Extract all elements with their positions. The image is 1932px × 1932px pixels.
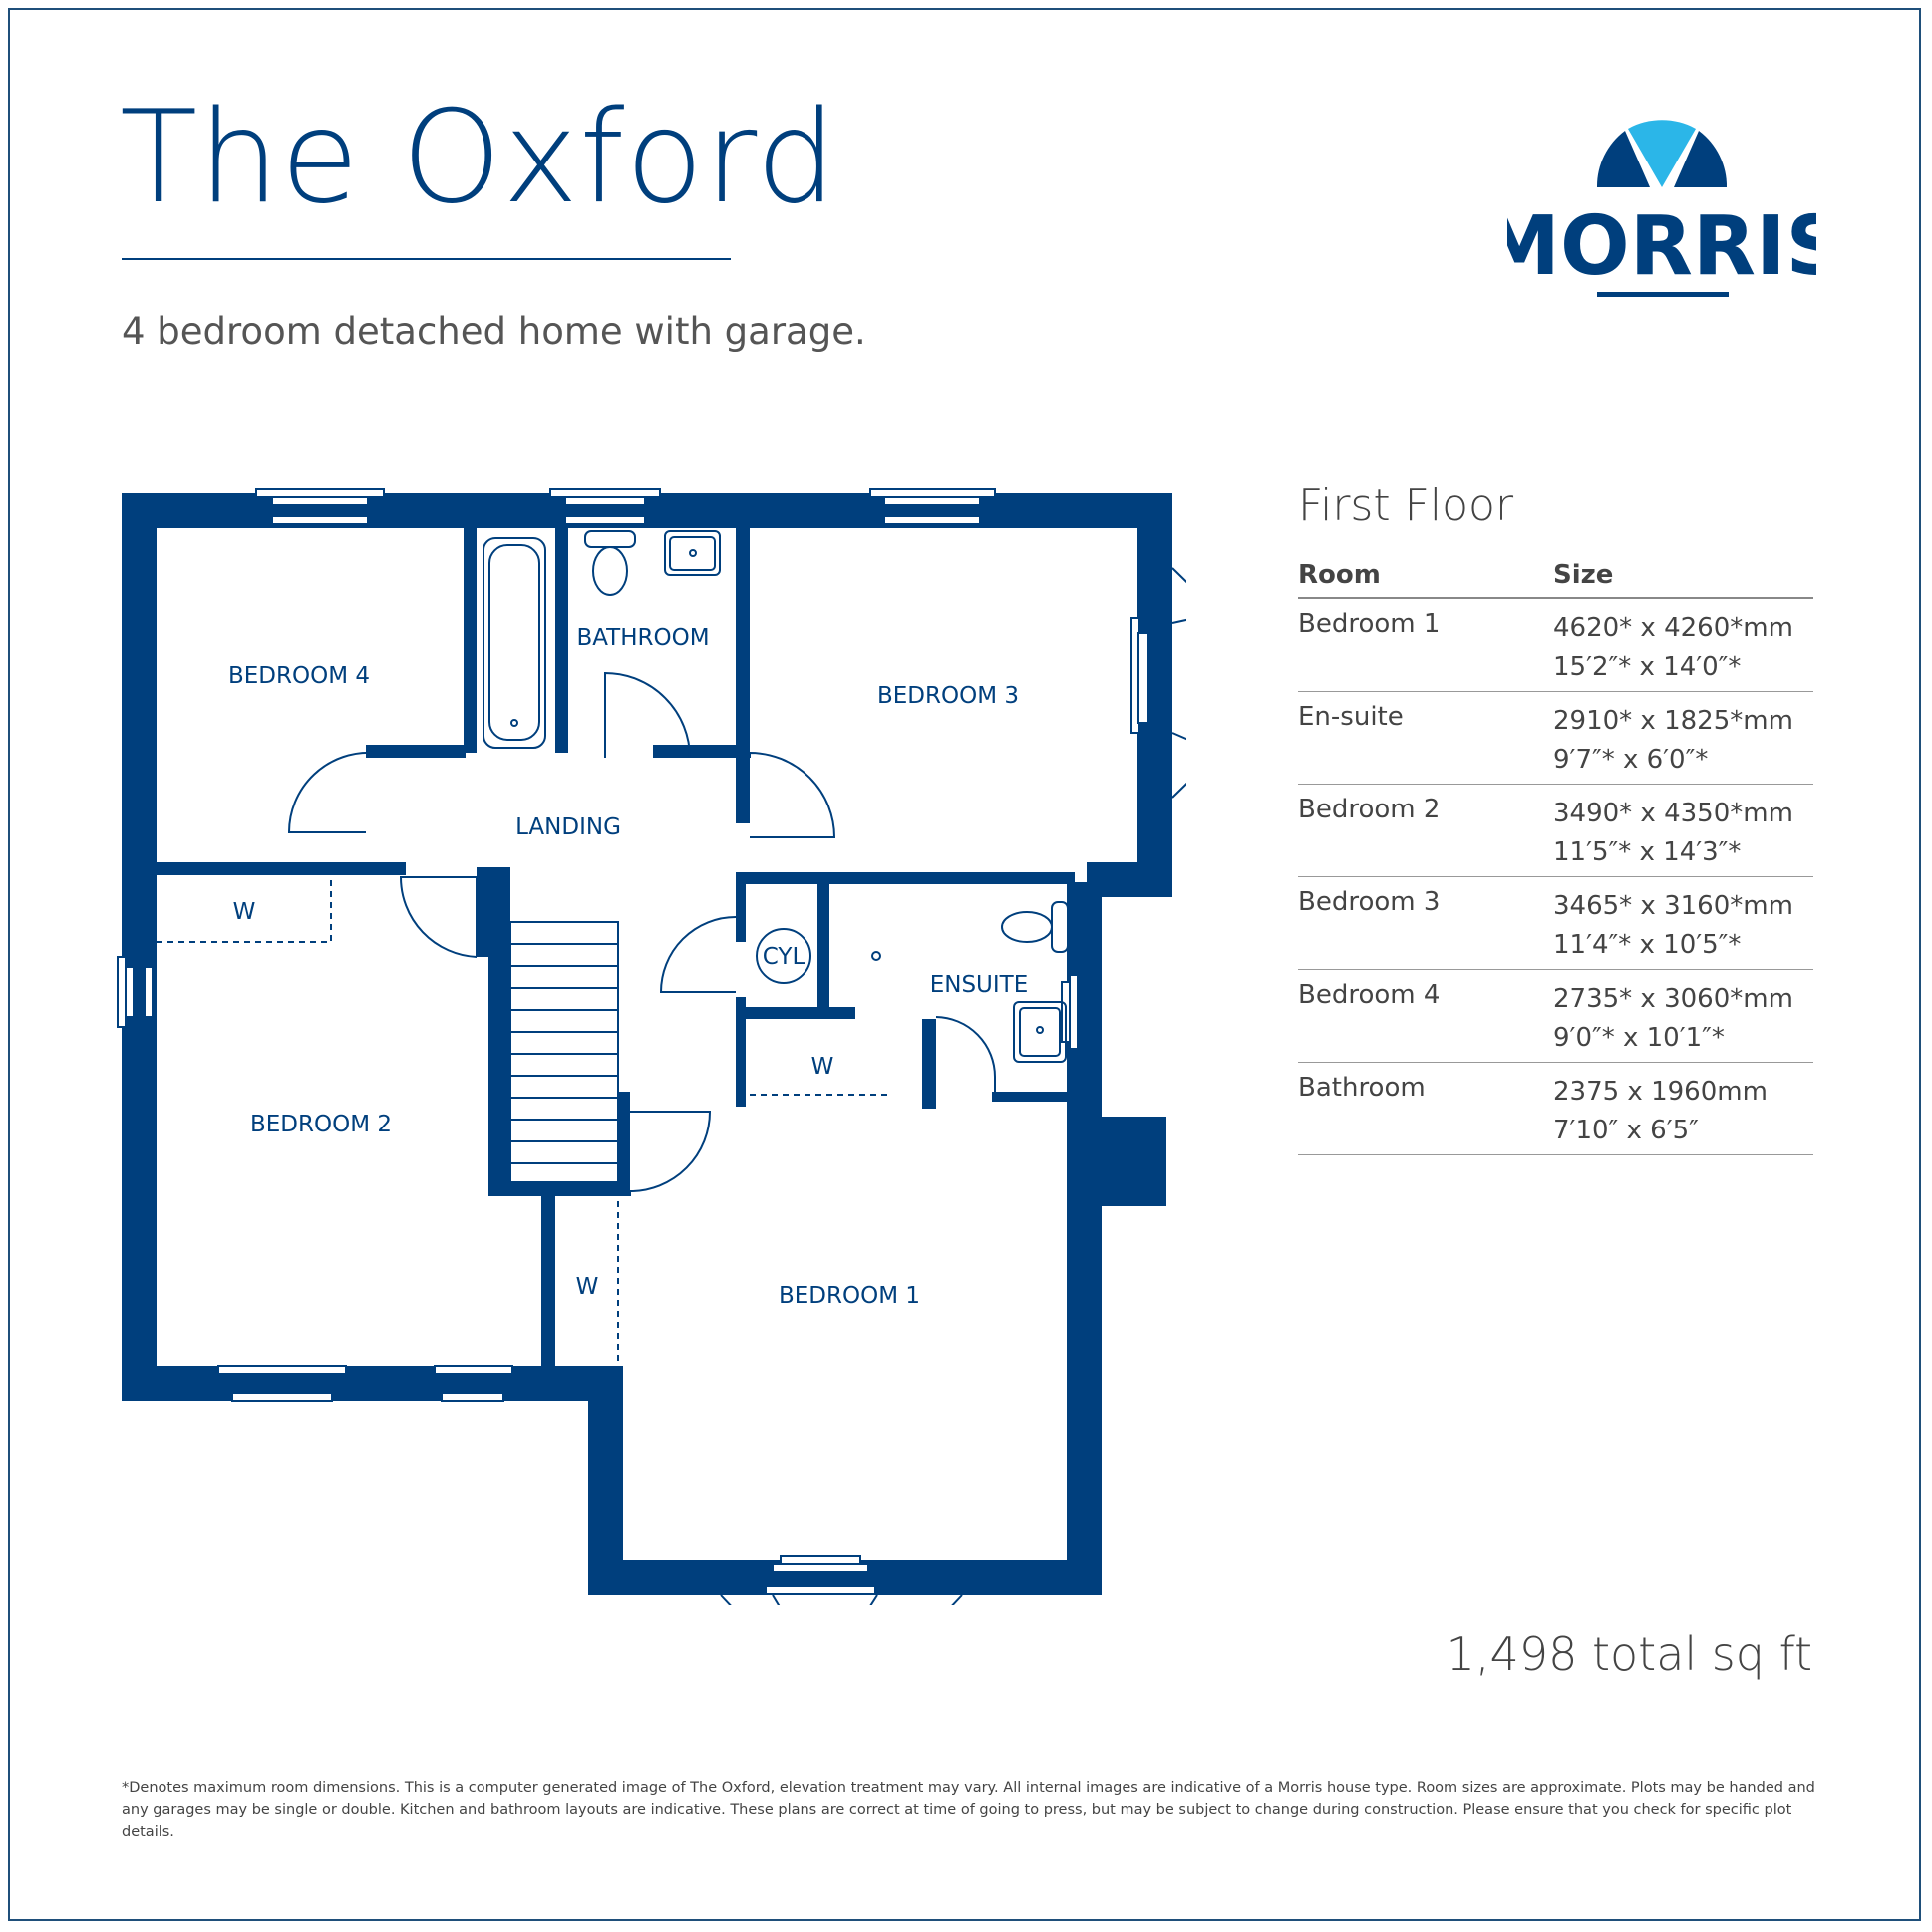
room-label-cylinder: CYL — [763, 944, 805, 970]
room-name: Bedroom 1 — [1298, 609, 1441, 639]
room-size: 4620* x 4260*mm 15′2″* x 14′0″* — [1553, 599, 1813, 691]
room-label-bathroom: BATHROOM — [576, 625, 709, 651]
size-metric: 3490* x 4350*mm — [1553, 799, 1793, 828]
size-imperial: 11′4″* x 10′5″* — [1553, 930, 1742, 960]
room-label-wardrobe-landing: W — [811, 1054, 834, 1080]
page-frame — [8, 8, 1921, 1921]
size-metric: 2375 x 1960mm — [1553, 1077, 1768, 1107]
table-row: En-suite 2910* x 1825*mm 9′7″* x 6′0″* — [1298, 692, 1813, 785]
room-size: 2910* x 1825*mm 9′7″* x 6′0″* — [1553, 692, 1813, 784]
room-name: En-suite — [1298, 702, 1404, 732]
logo-middle-segment — [1628, 120, 1696, 187]
doors — [287, 671, 996, 1196]
room-size: 2735* x 3060*mm 9′0″* x 10′1″* — [1553, 970, 1813, 1062]
logo-wordmark: MORRIS — [1507, 199, 1816, 294]
column-header-size: Size — [1553, 559, 1614, 590]
table-row: Bathroom 2375 x 1960mm 7′10″ x 6′5″ — [1298, 1063, 1813, 1155]
room-name: Bedroom 3 — [1298, 887, 1441, 917]
size-metric: 2910* x 1825*mm — [1553, 706, 1793, 736]
room-label-ensuite: ENSUITE — [930, 972, 1029, 998]
size-imperial: 9′0″* x 10′1″* — [1553, 1023, 1725, 1053]
wardrobe-outlines — [157, 877, 892, 1361]
size-imperial: 11′5″* x 14′3″* — [1553, 837, 1742, 867]
room-name: Bathroom — [1298, 1073, 1426, 1103]
section-title: First Floor — [1298, 481, 1514, 531]
first-floor-plan: BEDROOM 4 BATHROOM BEDROOM 3 LANDING BED… — [117, 488, 1186, 1605]
room-size: 2375 x 1960mm 7′10″ x 6′5″ — [1553, 1063, 1813, 1154]
page-title: The Oxford — [120, 84, 838, 232]
room-size-table: Room Size Bedroom 1 4620* x 4260*mm 15′2″… — [1298, 553, 1813, 1155]
logo-right-segment — [1674, 131, 1728, 187]
morris-logo: MORRIS — [1507, 120, 1816, 297]
room-name: Bedroom 4 — [1298, 980, 1441, 1010]
logo-left-segment — [1596, 131, 1650, 187]
size-metric: 4620* x 4260*mm — [1553, 613, 1793, 643]
table-row: Bedroom 3 3465* x 3160*mm 11′4″* x 10′5″* — [1298, 877, 1813, 970]
page-subtitle: 4 bedroom detached home with garage. — [122, 310, 866, 353]
room-label-bedroom-4: BEDROOM 4 — [228, 663, 370, 689]
table-row: Bedroom 1 4620* x 4260*mm 15′2″* x 14′0″* — [1298, 599, 1813, 692]
room-label-bedroom-3: BEDROOM 3 — [877, 683, 1019, 709]
room-label-wardrobe-bedroom-1: W — [576, 1274, 599, 1300]
room-label-wardrobe-bedroom-2: W — [233, 899, 256, 925]
footnote: *Denotes maximum room dimensions. This i… — [122, 1780, 1815, 1840]
size-imperial: 7′10″ x 6′5″ — [1553, 1116, 1699, 1145]
staircase — [509, 921, 619, 1184]
room-label-landing: LANDING — [515, 814, 621, 840]
size-metric: 3465* x 3160*mm — [1553, 891, 1793, 921]
bay-windows — [720, 567, 1186, 1605]
table-header: Room Size — [1298, 553, 1813, 599]
room-size: 3490* x 4350*mm 11′5″* x 14′3″* — [1553, 785, 1813, 876]
bathroom-fixtures — [483, 530, 1069, 1063]
title-divider — [122, 258, 731, 260]
windows — [117, 488, 1149, 1595]
room-labels: BEDROOM 4 BATHROOM BEDROOM 3 LANDING BED… — [228, 625, 1028, 1309]
table-row: Bedroom 2 3490* x 4350*mm 11′5″* x 14′3″* — [1298, 785, 1813, 877]
size-imperial: 15′2″* x 14′0″* — [1553, 652, 1742, 682]
table-row: Bedroom 4 2735* x 3060*mm 9′0″* x 10′1″* — [1298, 970, 1813, 1063]
room-size: 3465* x 3160*mm 11′4″* x 10′5″* — [1553, 877, 1813, 969]
room-name: Bedroom 2 — [1298, 795, 1441, 824]
room-label-bedroom-1: BEDROOM 1 — [779, 1283, 920, 1309]
size-metric: 2735* x 3060*mm — [1553, 984, 1793, 1014]
logo-underline — [1597, 292, 1729, 297]
column-header-room: Room — [1298, 560, 1381, 590]
total-area: 1,498 total sq ft — [1446, 1627, 1812, 1681]
room-label-bedroom-2: BEDROOM 2 — [250, 1112, 392, 1137]
size-imperial: 9′7″* x 6′0″* — [1553, 745, 1709, 775]
